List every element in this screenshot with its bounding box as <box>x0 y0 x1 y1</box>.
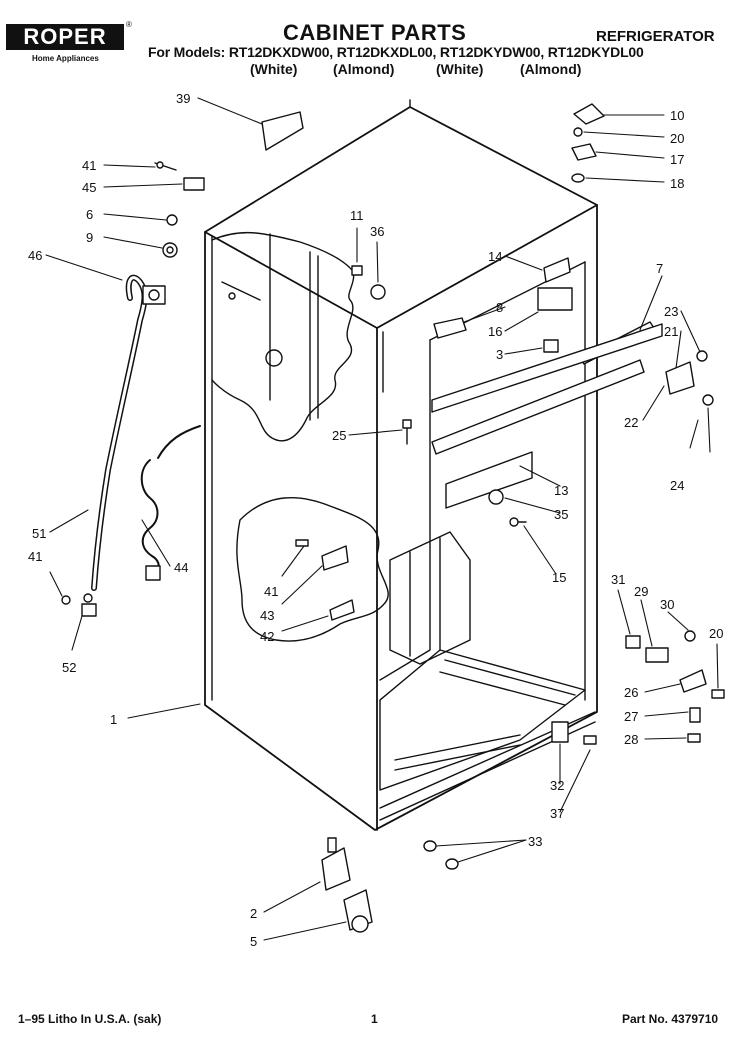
color-label: (Almond) <box>520 61 582 77</box>
appliance-type: REFRIGERATOR <box>596 28 715 45</box>
callout-label: 28 <box>624 732 638 747</box>
callout-label: 46 <box>28 248 42 263</box>
callout-label: 27 <box>624 709 638 724</box>
callout-label: 37 <box>550 806 564 821</box>
callout-label: 15 <box>552 570 566 585</box>
parts <box>61 103 725 933</box>
callout-label: 13 <box>554 483 568 498</box>
registered-mark: ® <box>126 20 132 29</box>
callout-label: 35 <box>554 507 568 522</box>
color-label: (Almond) <box>333 61 395 77</box>
callout-label: 5 <box>250 934 257 949</box>
callout-label: 30 <box>660 597 674 612</box>
callout-label: 23 <box>664 304 678 319</box>
callout-label: 25 <box>332 428 346 443</box>
callout-label: 33 <box>528 834 542 849</box>
callout-label: 10 <box>670 108 684 123</box>
callout-label: 31 <box>611 572 625 587</box>
callout-label: 42 <box>260 629 274 644</box>
callout-label: 24 <box>670 478 684 493</box>
callout-numbers: 39 41 45 6 9 46 11 36 14 8 16 3 7 23 21 … <box>28 91 723 949</box>
callout-label: 20 <box>709 626 723 641</box>
callout-label: 39 <box>176 91 190 106</box>
page-title: CABINET PARTS <box>283 20 467 45</box>
cutaway-upper <box>211 231 355 442</box>
callout-label: 41 <box>28 549 42 564</box>
brand-tagline: Home Appliances <box>32 54 99 63</box>
callout-label: 18 <box>670 176 684 191</box>
callout-label: 36 <box>370 224 384 239</box>
callout-label: 51 <box>32 526 46 541</box>
color-label: (White) <box>436 61 484 77</box>
roper-logo: ROPER ® Home Appliances <box>6 20 132 72</box>
callout-label: 41 <box>82 158 96 173</box>
page-number: 1 <box>371 1012 378 1026</box>
callout-label: 45 <box>82 180 96 195</box>
callout-label: 6 <box>86 207 93 222</box>
callout-label: 11 <box>350 208 364 223</box>
part-number: Part No. 4379710 <box>622 1012 719 1026</box>
callout-label: 26 <box>624 685 638 700</box>
callout-label: 16 <box>488 324 502 339</box>
callout-label: 7 <box>656 261 663 276</box>
drain-hose <box>91 274 166 591</box>
power-cord <box>140 425 201 581</box>
callout-label: 14 <box>488 249 502 264</box>
callout-label: 32 <box>550 778 564 793</box>
models-line: For Models: RT12DKXDW00, RT12DKXDL00, RT… <box>148 44 644 60</box>
litho-note: 1–95 Litho In U.S.A. (sak) <box>18 1012 162 1026</box>
callout-label: 21 <box>664 324 678 339</box>
callout-label: 20 <box>670 131 684 146</box>
brand-name: ROPER <box>6 24 124 50</box>
leader-lines <box>45 97 719 941</box>
callout-label: 44 <box>174 560 188 575</box>
callout-label: 43 <box>260 608 274 623</box>
callout-label: 9 <box>86 230 93 245</box>
callout-label: 17 <box>670 152 684 167</box>
callout-label: 29 <box>634 584 648 599</box>
cutaway-lower <box>236 497 471 665</box>
callout-label: 22 <box>624 415 638 430</box>
callout-label: 52 <box>62 660 76 675</box>
callout-label: 41 <box>264 584 278 599</box>
callout-label: 2 <box>250 906 257 921</box>
color-label: (White) <box>250 61 298 77</box>
callout-label: 8 <box>496 300 503 315</box>
callout-label: 1 <box>110 712 117 727</box>
cabinet-shell <box>204 99 598 831</box>
callout-label: 3 <box>496 347 503 362</box>
